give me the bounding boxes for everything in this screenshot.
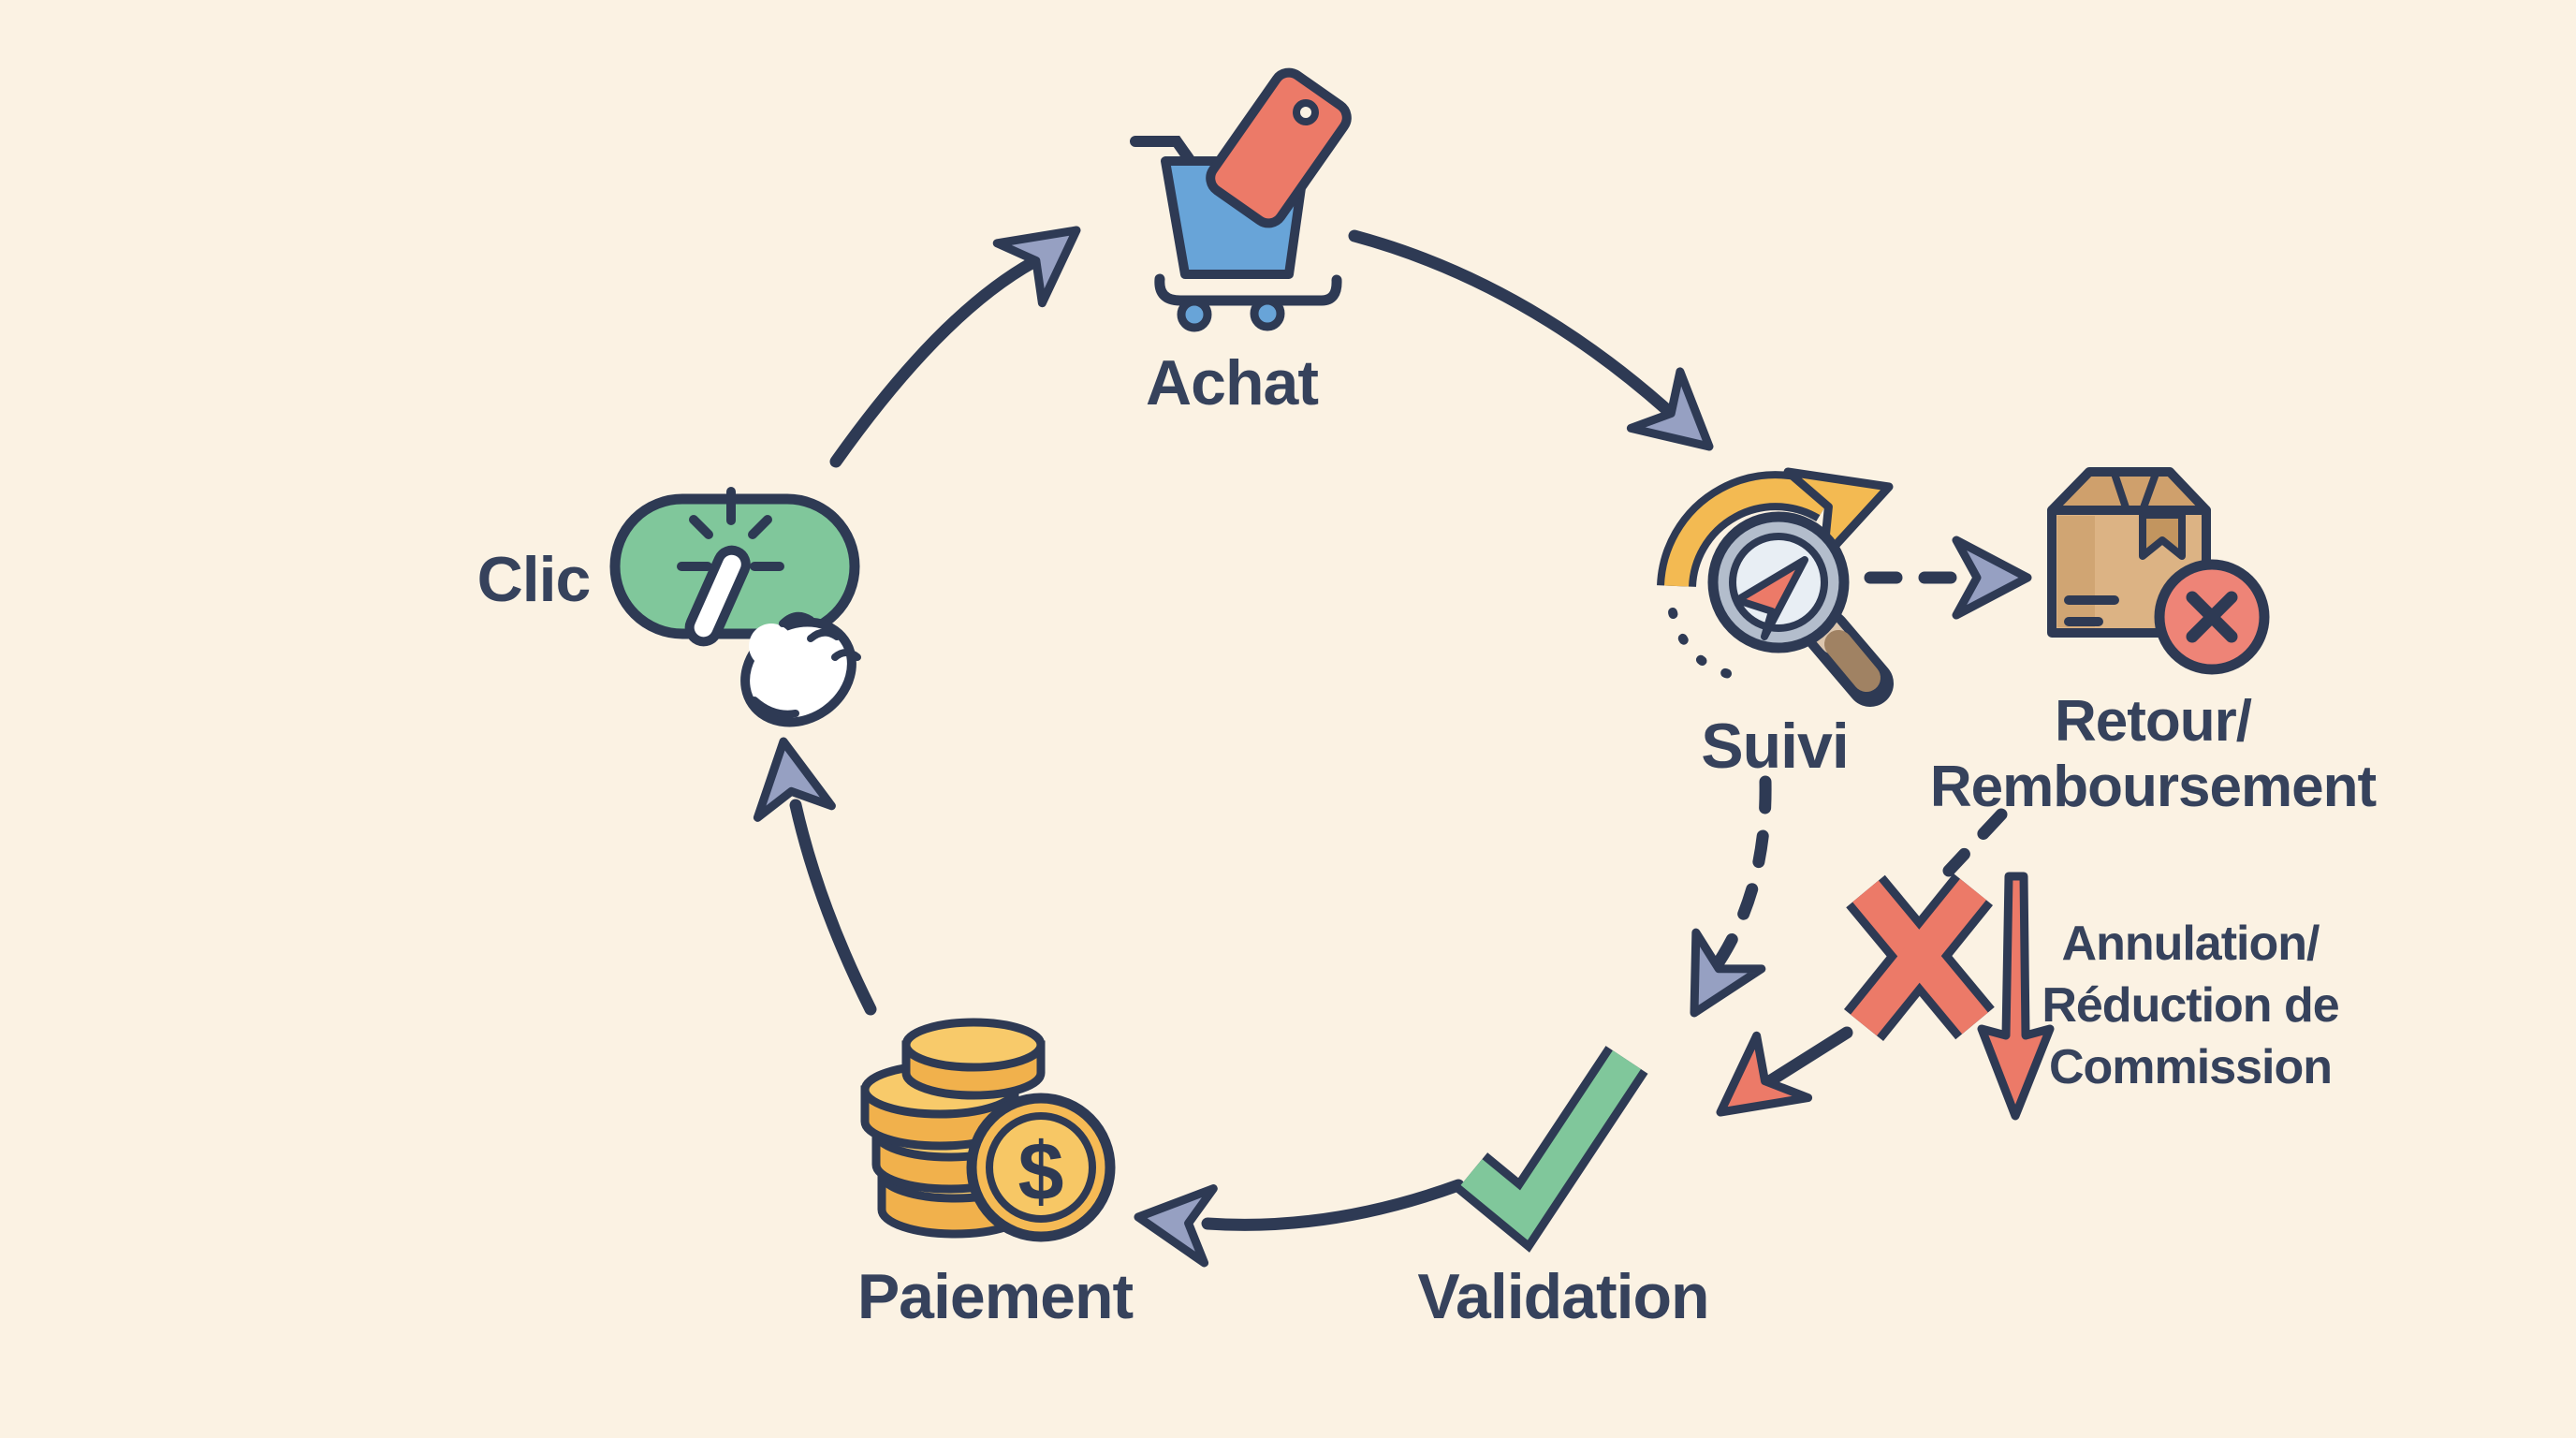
arrowhead-icon bbox=[1690, 928, 1766, 1018]
click-button-icon bbox=[609, 487, 861, 727]
cancel-x-icon bbox=[1843, 873, 1995, 1041]
tracking-magnifier-icon bbox=[1707, 511, 1894, 707]
dotted-arc bbox=[1668, 608, 1751, 682]
arrowhead-icon bbox=[1626, 367, 1714, 451]
hand-cursor-icon bbox=[684, 545, 861, 727]
arrow-validation-to-paiement bbox=[1134, 1179, 1465, 1268]
label-annulation-line1: Annulation/ bbox=[2061, 917, 2320, 971]
label-annulation-reduction: Annulation/ Réduction de Commission bbox=[2042, 913, 2339, 1098]
arrowhead-icon bbox=[1716, 1031, 1813, 1117]
label-retour-line1: Retour/ bbox=[2055, 689, 2252, 754]
dollar-sign: $ bbox=[1018, 1125, 1064, 1218]
line-remboursement-to-x-dashed bbox=[1942, 808, 2008, 877]
arrowhead-icon bbox=[1783, 467, 1894, 564]
validation-check-icon bbox=[1455, 1046, 1648, 1253]
arrow-x-to-validation bbox=[1716, 1026, 1853, 1117]
label-annulation-line2: Réduction de bbox=[2042, 978, 2339, 1033]
loop-arrow-icon bbox=[1657, 467, 1894, 682]
arrow-suivi-to-retour-dashed bbox=[1864, 536, 2032, 620]
arrowhead-icon bbox=[1952, 536, 2032, 620]
label-suivi: Suivi bbox=[1701, 711, 1849, 782]
arrowhead-icon bbox=[992, 226, 1081, 308]
label-validation: Validation bbox=[1417, 1261, 1709, 1332]
arrowhead-icon bbox=[753, 737, 836, 822]
label-retour-remboursement: Retour/ Remboursement bbox=[1929, 689, 2377, 820]
nav-cursor-icon bbox=[1734, 556, 1808, 640]
price-tag-icon bbox=[1206, 67, 1352, 228]
label-retour-line2: Remboursement bbox=[1929, 755, 2377, 819]
label-paiement: Paiement bbox=[856, 1261, 1134, 1332]
coins-icon: $ bbox=[860, 1018, 1116, 1242]
shopping-cart-icon bbox=[1130, 67, 1352, 332]
decrease-arrow-icon bbox=[1977, 872, 2055, 1121]
arrow-achat-to-suivi bbox=[1348, 229, 1714, 451]
cancel-badge-icon bbox=[2154, 559, 2270, 675]
arrow-clic-to-achat bbox=[829, 226, 1081, 468]
label-clic: Clic bbox=[476, 544, 592, 615]
arrow-suivi-to-validation-dashed bbox=[1690, 775, 1772, 1018]
arrowhead-icon bbox=[1134, 1184, 1218, 1268]
label-annulation-line3: Commission bbox=[2048, 1040, 2333, 1094]
arrow-paiement-to-clic bbox=[753, 737, 877, 1016]
package-icon bbox=[2047, 467, 2270, 675]
label-achat: Achat bbox=[1146, 347, 1319, 418]
